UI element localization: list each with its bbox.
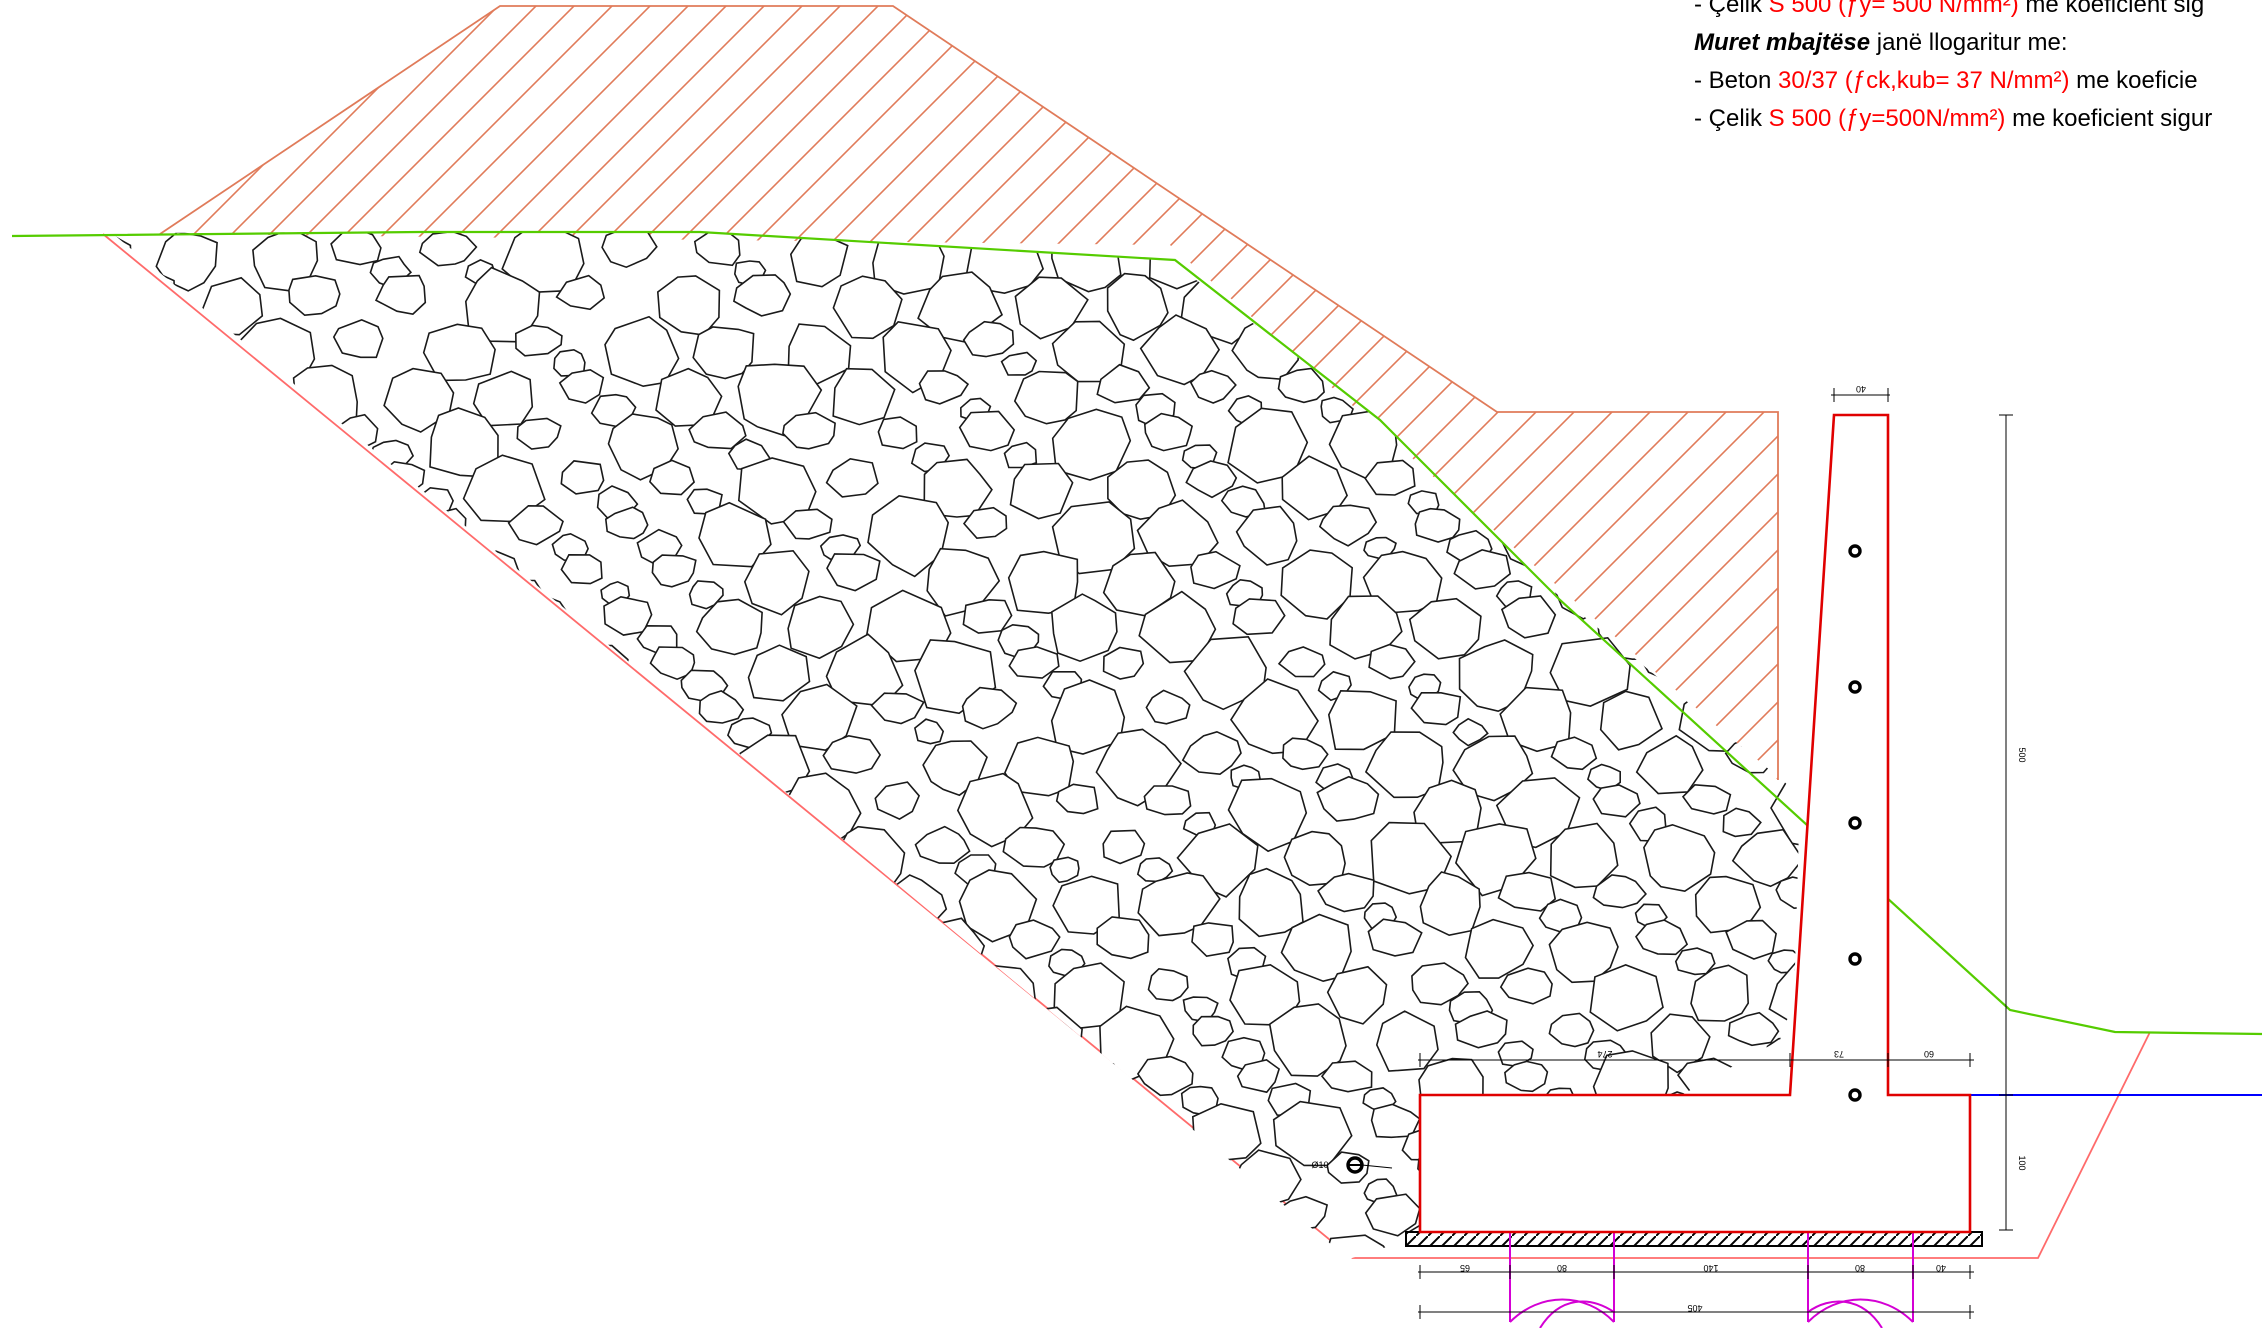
ground-surface-line	[11, 230, 2262, 1036]
dim-top-width: 40	[1856, 384, 1866, 394]
note-line-concrete: - Beton 30/37 (ƒck,kub= 37 N/mm²) me koe…	[1694, 67, 2198, 94]
dim-total-length: 405	[1687, 1303, 1702, 1313]
excavation-line	[102, 233, 2151, 1259]
piles	[1509, 1232, 1914, 1328]
drain-holes	[1848, 544, 1862, 1102]
dim-bottom-seg-4: 80	[1855, 1263, 1865, 1273]
dim-heel-length: 274	[1597, 1049, 1612, 1059]
note-line-steel-2: - Çelik S 500 (ƒy=500N/mm²) me koeficien…	[1694, 105, 2213, 132]
dim-toe-length: 60	[1924, 1049, 1934, 1059]
dim-bottom-seg-2: 80	[1557, 1263, 1567, 1273]
note-line-steel-1: - Çelik S 500 (ƒy= 500 N/mm²) me koefici…	[1694, 0, 2205, 18]
lean-concrete-layer	[1405, 1231, 1983, 1247]
dim-bottom-seg-5: 40	[1936, 1263, 1946, 1273]
material-notes: - Çelik S 500 (ƒy= 500 N/mm²) me koefici…	[1694, 0, 2262, 138]
drain-pipe-symbol	[1346, 1156, 1393, 1174]
retaining-wall-outline	[1418, 413, 1972, 1234]
dim-bar-label: Ø10	[1311, 1160, 1328, 1170]
note-heading: Muret mbajtëse janë llogaritur me:	[1694, 29, 2068, 56]
dim-wall-height: 500	[2017, 747, 2027, 762]
dimension-lines: 40 500 100 274 73 60 Ø10 65 80 140 80 40…	[1311, 384, 2027, 1319]
dim-bottom-seg-1: 65	[1460, 1263, 1470, 1273]
dim-stem-base: 73	[1834, 1049, 1844, 1059]
dim-bottom-seg-3: 140	[1703, 1263, 1718, 1273]
dim-footing-height: 100	[2017, 1155, 2027, 1170]
